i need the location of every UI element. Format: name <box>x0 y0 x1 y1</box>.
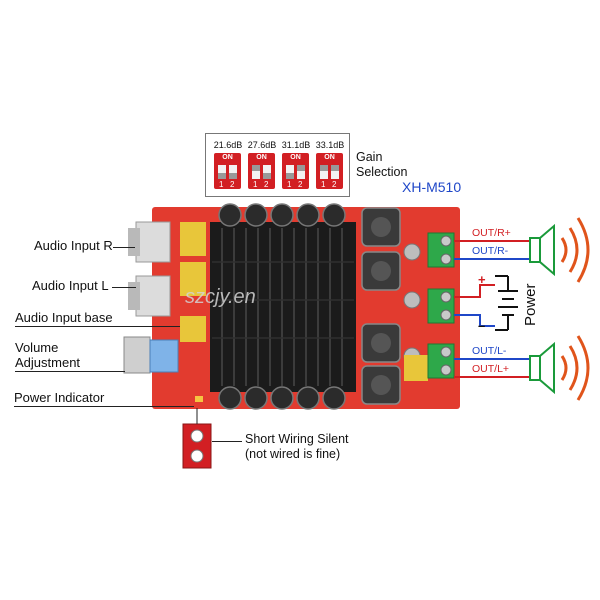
power-led <box>195 396 203 402</box>
speaker-right-icon <box>529 223 555 277</box>
leader-line <box>112 287 136 288</box>
electrolytic-capacitor <box>244 203 268 227</box>
dip-on-label: ON <box>256 154 267 161</box>
gain-selection-label: Gain Selection <box>356 150 408 179</box>
rca-jack-left-plug <box>128 282 140 310</box>
wire-power-plus <box>454 284 495 298</box>
dip-label: 31.1dB <box>281 140 311 150</box>
audio-input-l-label: Audio Input L <box>32 278 109 293</box>
volume-knob-shaft <box>123 336 151 374</box>
rca-jack-right <box>135 221 171 263</box>
electrolytic-capacitor <box>322 386 346 410</box>
leader-line <box>212 441 242 442</box>
battery-symbol <box>495 275 518 331</box>
small-capacitor <box>403 243 421 261</box>
dip-switch-21-6db: 21.6dB ON 1 2 <box>214 140 242 189</box>
film-capacitor <box>404 355 428 381</box>
heatsink-fins <box>221 228 343 386</box>
dip-on-label: ON <box>222 154 233 161</box>
leader-line <box>15 326 180 327</box>
model-name: XH-M510 <box>402 179 462 195</box>
dip-label: 21.6dB <box>213 140 243 150</box>
rca-jack-right-plug <box>128 228 140 256</box>
electrolytic-capacitor <box>270 203 294 227</box>
out-r-minus-label: OUT/R- <box>472 245 509 257</box>
audio-input-base-label: Audio Input base <box>15 310 113 325</box>
out-l-plus-label: OUT/L+ <box>472 363 510 375</box>
dip-label: 27.6dB <box>247 140 277 150</box>
rca-jack-left <box>135 275 171 317</box>
leader-line <box>113 247 135 248</box>
gain-selection-panel: 21.6dB ON 1 2 27.6dB ON 1 2 31.1dB ON 1 … <box>205 133 350 197</box>
leader-line <box>14 406 194 407</box>
dip-on-label: ON <box>290 154 301 161</box>
electrolytic-capacitor <box>218 203 242 227</box>
wire-power-minus <box>454 314 495 327</box>
dip-switch-31-1db: 31.1dB ON 1 2 <box>282 140 310 189</box>
small-capacitor <box>403 291 421 309</box>
speaker-left-icon <box>529 341 555 395</box>
volume-adjustment-label: Volume Adjustment <box>15 340 81 370</box>
short-wiring-label: Short Wiring Silent (not wired is fine) <box>245 432 349 461</box>
leader-line <box>15 371 125 372</box>
electrolytic-capacitor <box>296 386 320 410</box>
watermark: szcjy.en <box>185 286 256 308</box>
dip-label: 33.1dB <box>315 140 345 150</box>
electrolytic-capacitor <box>296 203 320 227</box>
film-capacitor <box>180 316 206 342</box>
out-l-minus-label: OUT/L- <box>472 345 507 357</box>
electrolytic-capacitor <box>218 386 242 410</box>
power-minus-sign: – <box>478 318 486 333</box>
film-capacitor <box>180 262 206 296</box>
dip-switch-33-1db: 33.1dB ON 1 2 <box>316 140 344 189</box>
dip-switch-27-6db: 27.6dB ON 1 2 <box>248 140 276 189</box>
power-plus-sign: + <box>478 272 486 287</box>
volume-potentiometer <box>149 339 179 373</box>
out-r-plus-label: OUT/R+ <box>472 227 511 239</box>
electrolytic-capacitor <box>270 386 294 410</box>
electrolytic-capacitor <box>244 386 268 410</box>
audio-input-r-label: Audio Input R <box>34 238 113 253</box>
film-capacitor <box>180 222 206 256</box>
dip-on-label: ON <box>324 154 335 161</box>
power-label: Power <box>522 283 539 326</box>
electrolytic-capacitor <box>322 203 346 227</box>
power-indicator-label: Power Indicator <box>14 390 105 405</box>
sound-wave-icon <box>560 217 590 401</box>
